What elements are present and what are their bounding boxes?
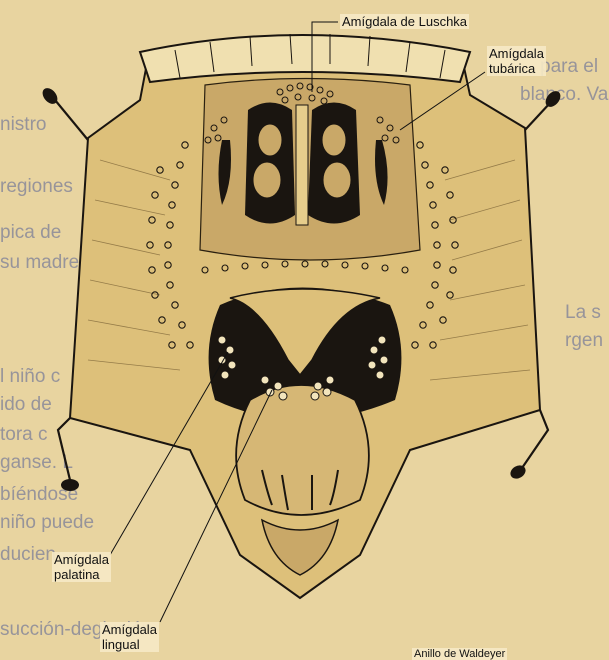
label-palatina-line2: palatina xyxy=(54,567,109,582)
bg-text-line: rgen xyxy=(565,330,603,351)
label-tubarica: Amígdala tubárica xyxy=(487,46,546,76)
label-lingual-line1: Amígdala xyxy=(102,622,157,637)
label-luschka: Amígdala de Luschka xyxy=(340,14,469,29)
label-luschka-text: Amígdala de Luschka xyxy=(342,14,467,29)
label-waldeyer-text: Anillo de Waldeyer xyxy=(414,648,505,660)
label-palatina-line1: Amígdala xyxy=(54,552,109,567)
bg-text-line: La s xyxy=(565,302,601,323)
bg-text-line: para el xyxy=(540,56,598,77)
nasal-septum xyxy=(296,105,308,225)
label-lingual: Amígdala lingual xyxy=(100,622,159,652)
bg-text-line: niño puede xyxy=(0,512,94,533)
label-palatina: Amígdala palatina xyxy=(52,552,111,582)
bg-text-line: regiones xyxy=(0,176,73,197)
bg-text-line: l niño c xyxy=(0,366,60,387)
bg-text-line: blanco. Vamos xyxy=(520,84,609,105)
bg-text-line: pica de xyxy=(0,222,61,243)
label-lingual-line2: lingual xyxy=(102,637,157,652)
tongue xyxy=(236,385,369,515)
bg-text-line: nistro xyxy=(0,114,46,135)
bg-text-line: su madre xyxy=(0,252,79,273)
label-tubarica-line2: tubárica xyxy=(489,61,544,76)
bg-text-line: ido de xyxy=(0,394,52,415)
bg-text-line: tora c xyxy=(0,424,48,445)
label-waldeyer: Anillo de Waldeyer xyxy=(412,648,507,660)
bg-text-line: ganse. L xyxy=(0,452,73,473)
bg-text-line: ducien xyxy=(0,544,56,565)
label-tubarica-line1: Amígdala xyxy=(489,46,544,61)
